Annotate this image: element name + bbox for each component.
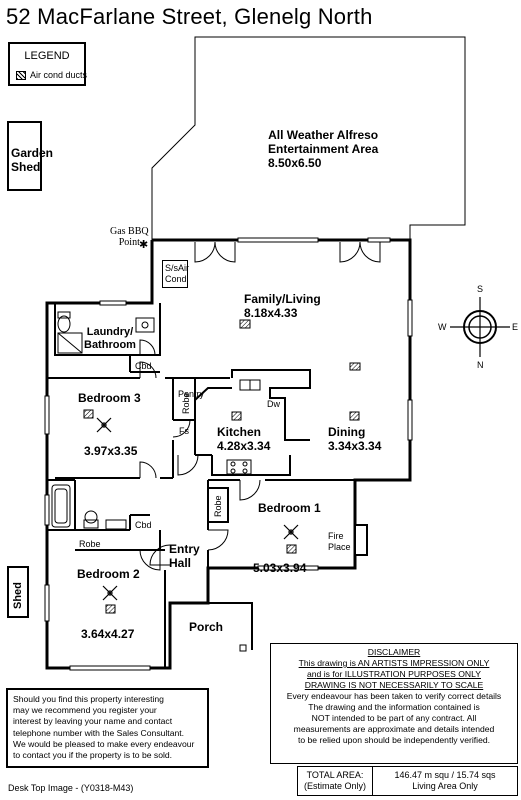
ss-air-line1: S/sAir — [165, 263, 190, 273]
page-title: 52 MacFarlane Street, Glenelg North — [6, 4, 373, 29]
kitchen-size: 4.28x3.34 — [217, 439, 271, 453]
doors — [139, 241, 381, 571]
disclaimer-box: DISCLAIMER This drawing is AN ARTISTS IM… — [270, 643, 518, 764]
gas-bbq-line2: Point — [118, 237, 140, 248]
hatch-swatch-icon — [16, 71, 26, 81]
kitchen-label: Kitchen 4.28x3.34 — [217, 425, 270, 453]
dining-name: Dining — [328, 425, 366, 439]
compass-east: E — [512, 322, 519, 332]
bedroom2-size: 3.64x4.27 — [81, 627, 135, 641]
shed-box — [7, 566, 29, 618]
alfresco-label: All Weather Alfreso Entertainment Area 8… — [268, 128, 378, 170]
compass-south: S — [477, 284, 484, 294]
disclaimer-line: Every endeavour has been taken to verify… — [286, 691, 502, 701]
area-label-line2: (Estimate Only) — [303, 781, 366, 791]
pantry-label: Pantry — [178, 389, 205, 399]
robe-label-bedroom1: Robe — [213, 495, 223, 517]
disclaimer-heading: DISCLAIMER — [367, 647, 421, 657]
windows — [44, 237, 413, 671]
kitchen-name: Kitchen — [217, 425, 262, 439]
gas-bbq-star: ✱ — [139, 238, 148, 251]
area-label-line1: TOTAL AREA: — [306, 770, 364, 780]
garden-shed-line2: Shed — [11, 160, 41, 174]
fireplace-line2: Place — [328, 542, 351, 552]
disclaimer-line: and is for ILLUSTRATION PURPOSES ONLY — [307, 669, 481, 679]
garden-shed-label: Garden Shed — [11, 146, 53, 174]
footer-text: Desk Top Image - (Y0318-M43) — [8, 783, 134, 793]
total-area-value: 146.47 m squ / 15.74 sqs Living Area Onl… — [373, 767, 517, 798]
cbd-label-1: Cbd — [135, 361, 152, 371]
ceiling-fans — [96, 417, 299, 601]
entry-line2: Hall — [169, 556, 192, 570]
total-area-box: TOTAL AREA: (Estimate Only) 146.47 m squ… — [297, 766, 518, 796]
legend-item-label: Air cond ducts — [30, 70, 88, 80]
bedroom2-name: Bedroom 2 — [77, 567, 140, 581]
air-cond-ducts — [83, 319, 361, 614]
dining-size: 3.34x3.34 — [328, 439, 382, 453]
bedroom3-size: 3.97x3.35 — [84, 444, 138, 458]
disclaimer-line: This drawing is AN ARTISTS IMPRESSION ON… — [298, 658, 490, 668]
robe-label-kitchen: Robe — [181, 392, 191, 414]
compass-north: N — [477, 360, 484, 370]
fireplace-label: Fire Place — [328, 531, 351, 553]
family-name: Family/Living — [244, 292, 321, 306]
house-walls — [45, 238, 412, 670]
alfresco-name-2: Entertainment Area — [268, 142, 379, 156]
alfresco-name-1: All Weather Alfreso — [268, 128, 379, 142]
alfresco-size: 8.50x6.50 — [268, 156, 322, 170]
gas-bbq-line1: Gas BBQ — [110, 226, 149, 237]
bedroom3-name: Bedroom 3 — [78, 391, 141, 405]
ss-air-label: S/sAir Cond — [165, 263, 189, 285]
alfresco-outline — [151, 36, 466, 240]
disclaimer-line: to be relied upon should be independentl… — [297, 735, 491, 745]
fixtures — [51, 311, 261, 652]
info-line: We would be pleased to make every endeav… — [13, 738, 195, 749]
shed-label: Shed — [12, 582, 24, 609]
compass — [450, 297, 510, 357]
info-line: Should you find this property interestin… — [13, 694, 164, 704]
cbd-label-2: Cbd — [135, 520, 152, 530]
bedroom1-name: Bedroom 1 — [258, 501, 321, 515]
disclaimer-line: DRAWING IS NOT NECESSARILY TO SCALE — [304, 680, 484, 690]
garden-shed-box — [7, 121, 42, 191]
family-size: 8.18x4.33 — [244, 306, 298, 320]
ss-air-line2: Cond — [165, 274, 187, 284]
ss-air-cond-unit — [162, 260, 188, 288]
fireplace-line1: Fire — [328, 531, 344, 541]
disclaimer-line: The drawing and the information containe… — [308, 702, 480, 712]
fs-label: Fs — [179, 426, 189, 436]
interior-walls — [47, 303, 355, 668]
fireplace-shape — [354, 524, 368, 556]
total-area-label: TOTAL AREA: (Estimate Only) — [298, 767, 373, 795]
entry-label: Entry Hall — [169, 542, 200, 570]
legend-box: LEGEND Air cond ducts — [8, 42, 88, 86]
info-box: Should you find this property interestin… — [6, 688, 209, 768]
laundry-line1: Laundry/ — [86, 326, 134, 338]
info-line: to contact you if the property is to be … — [13, 750, 173, 761]
info-line: telephone number with the Sales Consulta… — [13, 727, 185, 738]
area-value-line2: Living Area Only — [412, 781, 478, 791]
disclaimer-line: NOT intended to be part of any contract.… — [311, 713, 477, 723]
gas-bbq-label: Gas BBQ Point — [110, 226, 149, 248]
bedroom1-size: 5.03x3.94 — [253, 561, 307, 575]
dw-label: Dw — [267, 399, 280, 409]
laundry-line2: Bathroom — [84, 339, 136, 351]
area-value-line1: 146.47 m squ / 15.74 sqs — [394, 770, 496, 780]
porch-label: Porch — [189, 620, 224, 634]
legend-heading: LEGEND — [24, 50, 70, 62]
dining-label: Dining 3.34x3.34 — [328, 425, 381, 453]
robe-label-bedroom2: Robe — [79, 539, 101, 549]
disclaimer-line: measurements are approximate and details… — [293, 724, 495, 734]
info-line: may we recommend you register your — [13, 705, 157, 716]
compass-west: W — [438, 322, 447, 332]
entry-line1: Entry — [169, 542, 200, 556]
legend-item: Air cond ducts — [16, 70, 88, 81]
garden-shed-line1: Garden — [11, 146, 54, 160]
info-line: interest by leaving your name and contac… — [13, 716, 173, 727]
laundry-label: Laundry/ Bathroom — [84, 326, 136, 352]
family-label: Family/Living 8.18x4.33 — [244, 292, 321, 320]
